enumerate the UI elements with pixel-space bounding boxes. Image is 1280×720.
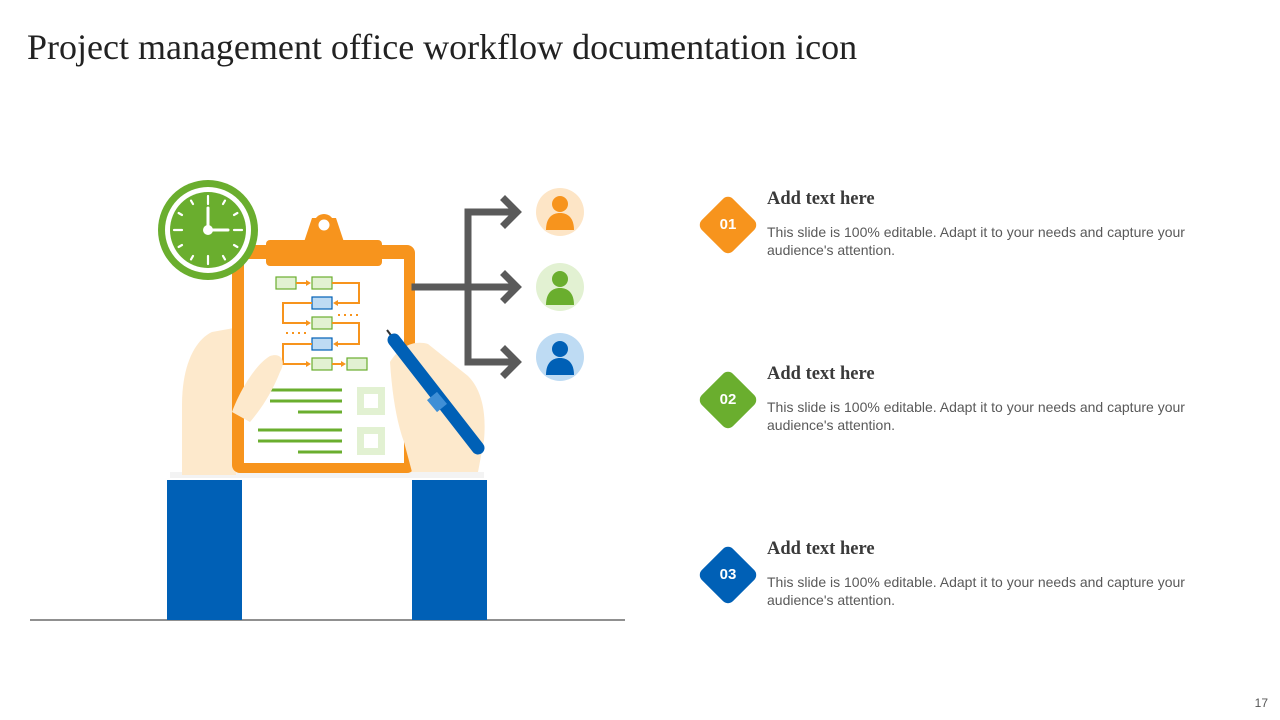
user-icon-orange (536, 188, 584, 236)
slide-title: Project management office workflow docum… (27, 27, 858, 67)
right-sleeve (412, 480, 487, 620)
list-item-02: 02 Add text here This slide is 100% edit… (696, 364, 1220, 460)
clock-icon (158, 180, 258, 280)
item-number: 03 (719, 566, 737, 583)
item-body: This slide is 100% editable. Adapt it to… (767, 399, 1185, 433)
left-sleeve (167, 480, 242, 620)
list-item-01: 01 Add text here This slide is 100% edit… (696, 189, 1220, 285)
flowchart-icon (275, 276, 368, 371)
branch-arrows-icon (411, 195, 522, 379)
user-icon-blue (536, 333, 584, 381)
item-title: Add text here (767, 364, 875, 384)
workflow-documentation-illustration (30, 180, 625, 621)
left-thumb (232, 355, 283, 422)
item-number: 02 (719, 391, 737, 408)
user-icon-green (536, 263, 584, 311)
item-body: This slide is 100% editable. Adapt it to… (767, 574, 1185, 608)
item-title: Add text here (767, 189, 875, 209)
item-body: This slide is 100% editable. Adapt it to… (767, 224, 1185, 258)
page-number: 17 (1254, 696, 1268, 710)
item-number: 01 (719, 216, 737, 233)
left-hand (182, 328, 236, 475)
checklist (258, 387, 385, 455)
list-item-03: 03 Add text here This slide is 100% edit… (696, 539, 1220, 635)
item-title: Add text here (767, 539, 875, 559)
cuff-line (170, 472, 484, 478)
pen-icon (386, 329, 485, 455)
